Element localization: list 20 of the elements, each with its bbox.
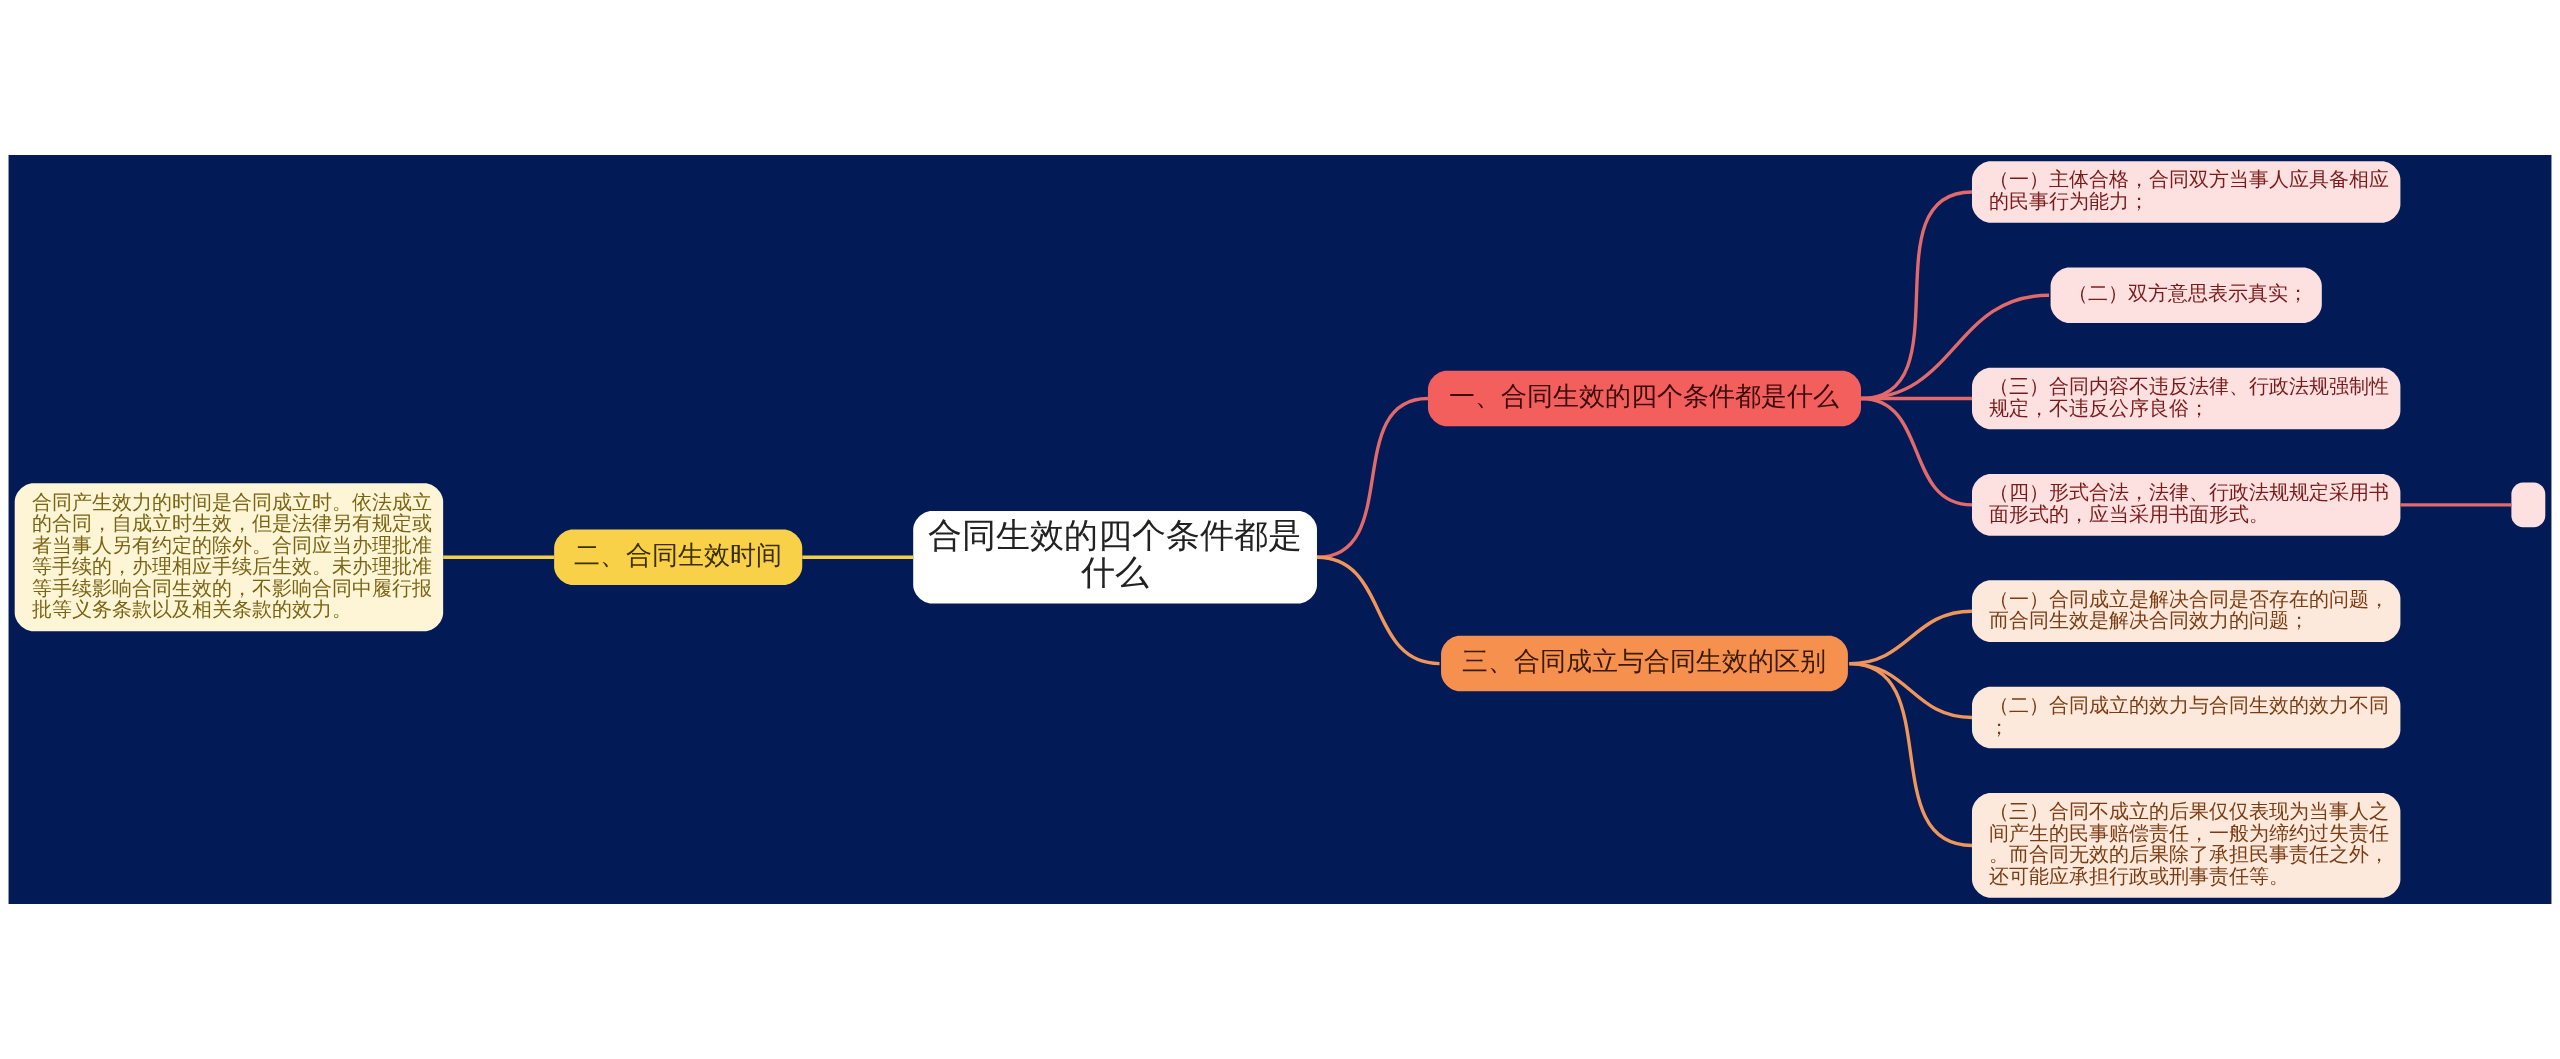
node-box: 合同生效的四个条件都是什么 [913,511,1317,604]
node-box: 一、合同生效的四个条件都是什么 [1427,370,1861,427]
node-box: 合同产生效力的时间是合同成立时。依法成立的合同，自成立时生效，但是法律另有规定或者当事人另有约定的除外。合同应当办理批准等手续的，办理相应手续后生效。未办理批准等手续影响合同生效的，不影响合同中履行报批等义务条款以及相关条款的效力。 [14,483,444,632]
connector [1316,396,1429,559]
node-box: （三）合同不成立的后果仅仅表现为当事人之间产生的民事赔偿责任，一般为缔约过失责任。而合同无效的后果除了承担民事责任之外，还可能应承担行政或刑事责任等。 [1972,793,2401,898]
node-box: 二、合同生效时间 [554,529,803,585]
node-box: 三、合同成立与合同生效的区别 [1441,635,1848,692]
connector [802,555,914,559]
node-box: （一）主体合格，合同双方当事人应具备相应的民事行为能力； [1972,161,2401,223]
node-box: （二）双方意思表示真实； [2050,267,2322,323]
node-box: （二）合同成立的效力与合同生效的效力不同； [1972,686,2401,749]
node-box: （四）形式合法，法律、行政法规规定采用书面形式的，应当采用书面形式。 [1972,474,2401,536]
connector [1860,396,1973,507]
connector [443,555,555,559]
connector [1849,661,1973,848]
connector [1316,555,1440,666]
connector [2400,503,2512,507]
node-box [2511,482,2546,528]
node-box: （三）合同内容不违反法律、行政法规强制性规定，不违反公序良俗； [1972,367,2401,430]
node-box: （一）合同成立是解决合同是否存在的问题，而合同生效是解决合同效力的问题； [1972,580,2401,642]
